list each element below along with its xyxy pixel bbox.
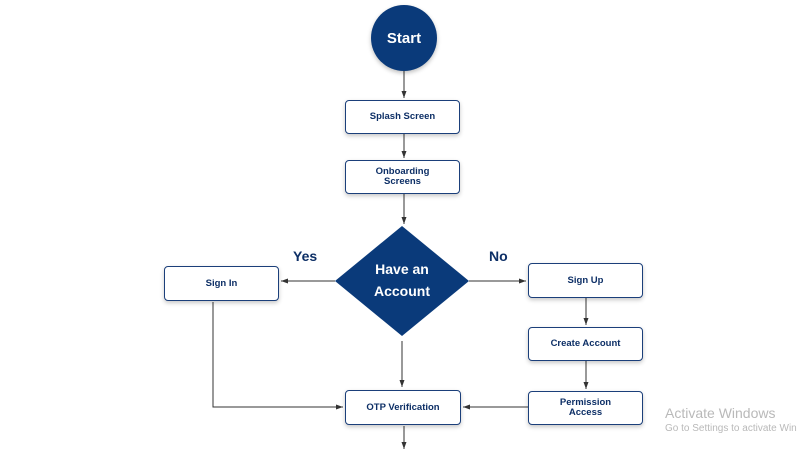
decision-label: Have an Account [374, 261, 430, 299]
otp-verification-node: OTP Verification [345, 390, 461, 425]
arrow-signin-to-otp [212, 302, 343, 410]
onboarding-screens-node: Onboarding Screens [345, 160, 460, 194]
permission-access-node: Permission Access [528, 391, 643, 425]
decision-diamond [335, 226, 469, 336]
windows-activation-watermark-title: Activate Windows [665, 405, 776, 421]
create-account-node: Create Account [528, 327, 643, 361]
splash-screen-node: Splash Screen [345, 100, 460, 134]
yes-branch-label: Yes [293, 248, 318, 264]
start-node: Start [371, 5, 437, 71]
sign-in-node: Sign In [164, 266, 279, 301]
sign-up-node: Sign Up [528, 263, 643, 298]
windows-activation-watermark-subtitle: Go to Settings to activate Win [665, 423, 797, 434]
no-branch-label: No [489, 248, 508, 264]
